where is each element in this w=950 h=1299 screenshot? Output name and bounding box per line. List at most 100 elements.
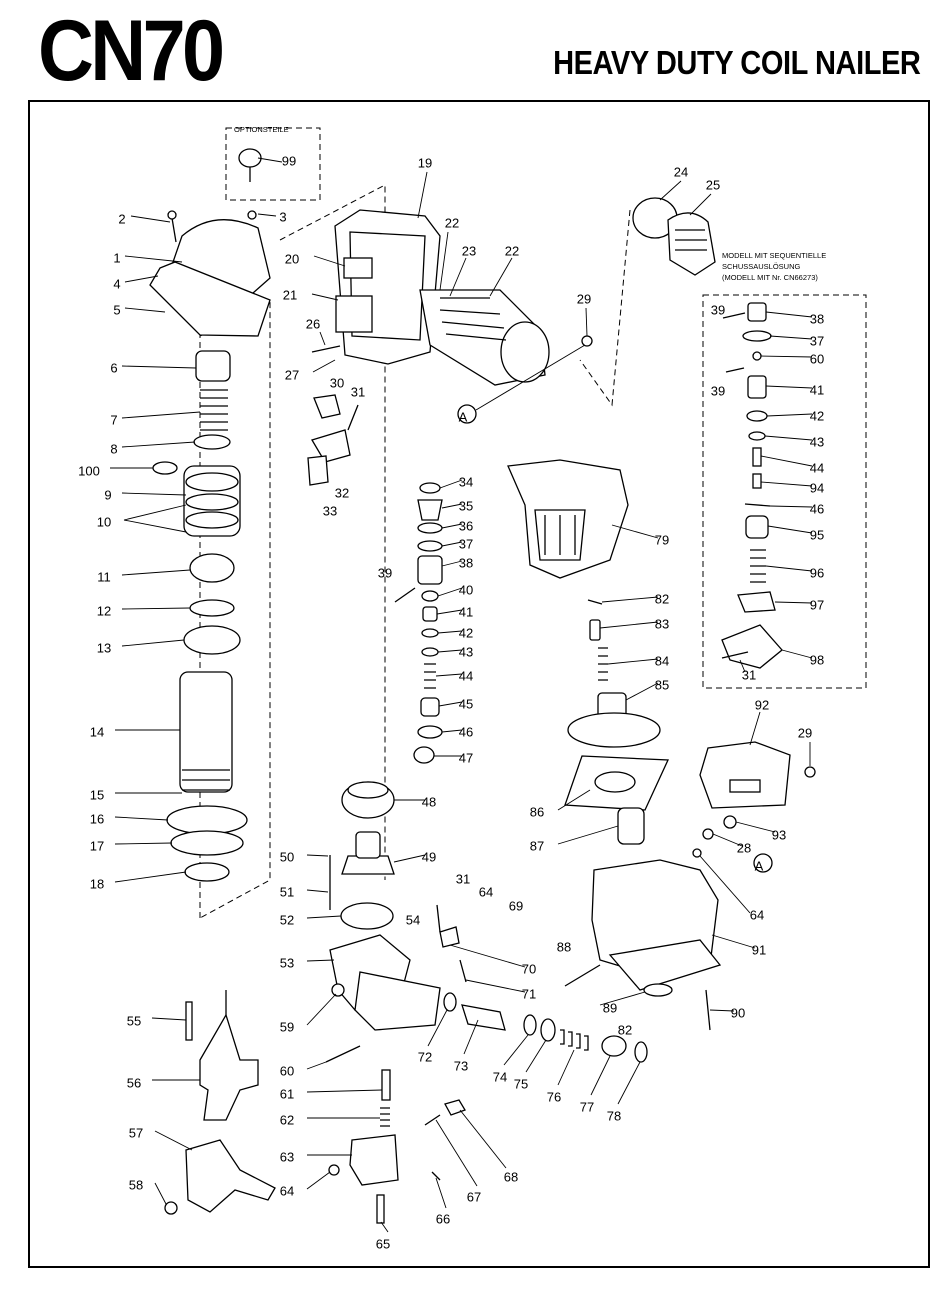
part-callout: 31	[742, 667, 756, 682]
part-callout: 41	[459, 604, 473, 619]
part-callout: 37	[810, 333, 824, 348]
part-callout: 82	[655, 591, 669, 606]
magazine-cover	[507, 459, 669, 845]
part-callout: 76	[547, 1089, 561, 1104]
part-callout: 45	[459, 696, 473, 711]
part-callout: 16	[90, 811, 104, 826]
group-outlines	[199, 127, 867, 919]
part-callout: 94	[810, 480, 824, 495]
valve-stack	[341, 482, 443, 875]
part-callout: 40	[459, 582, 473, 597]
part-callout: 93	[772, 827, 786, 842]
part-callout: 97	[810, 597, 824, 612]
part-callout: 78	[607, 1108, 621, 1123]
part-callout: 69	[509, 898, 523, 913]
option-note: OPTIONSTEILE	[234, 125, 289, 134]
part-callout: 57	[129, 1125, 143, 1140]
part-callout: 42	[810, 408, 824, 423]
piston-stack	[152, 350, 248, 882]
part-callout: 13	[97, 640, 111, 655]
part-callout: 1	[113, 250, 120, 265]
lower-body	[325, 855, 648, 1063]
part-callout: 29	[577, 291, 591, 306]
part-callout: 39	[711, 383, 725, 398]
part-callout: 61	[280, 1086, 294, 1101]
part-callout: 71	[522, 986, 536, 1001]
part-callout: 24	[674, 164, 688, 179]
part-callout: 72	[418, 1049, 432, 1064]
part-callout: 32	[335, 485, 349, 500]
part-callout: 60	[810, 351, 824, 366]
part-callout: 50	[280, 849, 294, 864]
part-callout: 38	[459, 555, 473, 570]
part-callout: 100	[78, 463, 100, 478]
part-callout: 63	[280, 1149, 294, 1164]
part-callout: 64	[750, 907, 764, 922]
part-callout: 59	[280, 1019, 294, 1034]
ref-marker-a-top	[457, 404, 477, 424]
part-callout: 43	[810, 434, 824, 449]
sequential-trigger-parts	[721, 302, 783, 669]
part-callout: 85	[655, 677, 669, 692]
page-title: HEAVY DUTY COIL NAILER	[552, 44, 921, 81]
part-callout: 38	[810, 311, 824, 326]
part-callout: 36	[459, 518, 473, 533]
part-callout: 65	[376, 1236, 390, 1251]
part-callout: 96	[810, 565, 824, 580]
part-callout: 15	[90, 787, 104, 802]
part-callout: 42	[459, 625, 473, 640]
part-callout: 37	[459, 536, 473, 551]
exhaust-cap	[632, 197, 716, 276]
part-callout: 55	[127, 1013, 141, 1028]
screw-29-top	[581, 335, 593, 347]
contact-arm-parts	[164, 990, 276, 1215]
part-callout: 89	[603, 1000, 617, 1015]
part-callout: 84	[655, 653, 669, 668]
sequential-note-line2: SCHUSSAUSLÖSUNG	[722, 262, 801, 271]
part-callout: 33	[323, 503, 337, 518]
option-eyebolt	[238, 148, 262, 182]
part-callout: 77	[580, 1099, 594, 1114]
part-callout: 46	[810, 501, 824, 516]
part-callout: 10	[97, 514, 111, 529]
part-callout: 53	[280, 955, 294, 970]
part-callout: 41	[810, 382, 824, 397]
part-callout: 82	[618, 1022, 632, 1037]
part-callout: 25	[706, 177, 720, 192]
diagram-frame	[28, 100, 930, 1268]
part-callout: 95	[810, 527, 824, 542]
part-callout: 34	[459, 474, 473, 489]
part-callout: 47	[459, 750, 473, 765]
part-callout: 49	[422, 849, 436, 864]
part-callout: 46	[459, 724, 473, 739]
part-callout: 87	[530, 838, 544, 853]
part-callout: 79	[655, 532, 669, 547]
part-callout: 43	[459, 644, 473, 659]
part-callout: 39	[711, 302, 725, 317]
part-callout: 51	[280, 884, 294, 899]
part-callout: A	[459, 409, 468, 424]
ref-marker-a-bottom	[753, 853, 773, 873]
part-callout: 39	[378, 565, 392, 580]
nose-housing	[564, 741, 816, 1031]
part-callout: 14	[90, 724, 104, 739]
trigger-assembly	[328, 1069, 466, 1224]
part-callout: 31	[456, 871, 470, 886]
part-callout: 66	[436, 1211, 450, 1226]
part-callout: 70	[522, 961, 536, 976]
part-callout: 2	[118, 211, 125, 226]
part-callout: 52	[280, 912, 294, 927]
part-callout: 99	[282, 153, 296, 168]
main-body	[311, 209, 550, 386]
part-callout: 62	[280, 1112, 294, 1127]
part-callout: 64	[479, 884, 493, 899]
part-callout: 68	[504, 1169, 518, 1184]
part-callout: 58	[129, 1177, 143, 1192]
part-callout: 56	[127, 1075, 141, 1090]
part-callout: 83	[655, 616, 669, 631]
part-callout: 22	[505, 243, 519, 258]
part-callout: 29	[798, 725, 812, 740]
part-callout: 88	[557, 939, 571, 954]
